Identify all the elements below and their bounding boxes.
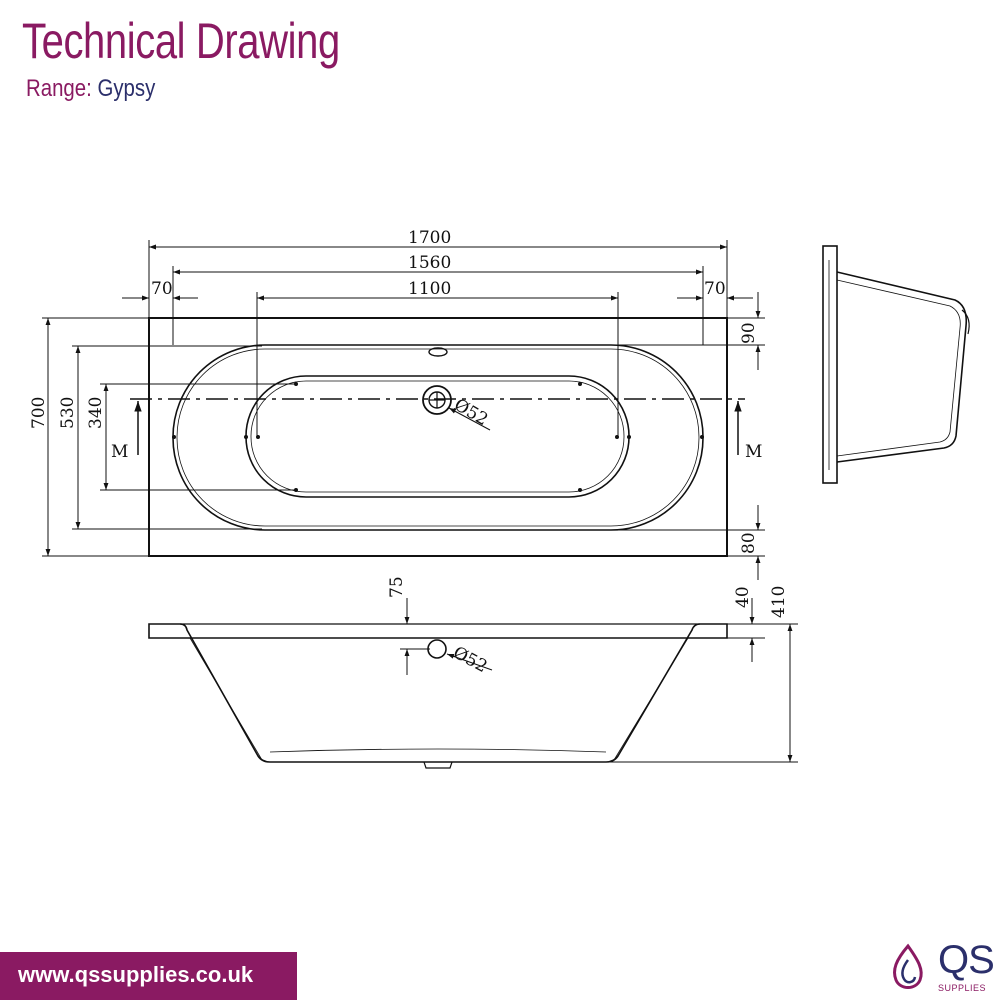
range-label: Range: <box>26 75 92 102</box>
qs-logo-icon <box>893 943 923 989</box>
page-title: Technical Drawing <box>22 13 340 69</box>
dim-flat-length: 1100 <box>408 279 451 299</box>
dim-overall-width: 700 <box>29 397 49 429</box>
dim-waste-height: 75 <box>387 576 407 598</box>
dim-inner-width: 530 <box>58 397 78 429</box>
dim-overall-length: 1700 <box>408 228 451 248</box>
plan-outer-rim <box>148 317 728 557</box>
dim-waste-diameter-plan: Ø52 <box>451 395 492 430</box>
plan-inner-bowl-edge <box>176 348 700 527</box>
waste-leader-side <box>446 653 493 671</box>
plan-inner-bowl <box>172 344 704 531</box>
side-dimensions <box>400 598 798 763</box>
dim-overall-height: 410 <box>769 586 789 618</box>
section-line <box>130 398 745 455</box>
footer-bar <box>0 952 297 1000</box>
horizontal-dimensions <box>122 240 753 437</box>
dim-rim-left: 70 <box>151 279 173 299</box>
dim-flat-width: 340 <box>86 397 106 429</box>
dim-waste-diameter-section: Ø52 <box>450 643 491 677</box>
section-mark-left: M <box>111 442 128 462</box>
waste-outlet-side-icon <box>427 639 447 659</box>
website-link[interactable]: www.qssupplies.co.uk <box>18 962 254 987</box>
dim-rim-right: 70 <box>704 279 726 299</box>
dim-inner-length: 1560 <box>408 253 451 273</box>
overflow-icon <box>428 347 448 357</box>
logo-subtext: SUPPLIES <box>938 983 987 993</box>
vertical-dimensions-right <box>613 292 765 580</box>
range-value: Gypsy <box>97 75 156 102</box>
range-subtitle: Range: Gypsy <box>26 74 155 104</box>
plan-flat-base-edge <box>250 380 625 493</box>
end-elevation <box>822 245 970 484</box>
vertical-dimensions-left <box>42 317 296 557</box>
side-elevation <box>148 623 728 769</box>
dim-rim-depth: 40 <box>733 586 753 608</box>
dim-rim-bottom: 80 <box>739 532 759 554</box>
dim-rim-top: 90 <box>739 322 759 344</box>
plan-view <box>148 317 728 557</box>
section-mark-right: M <box>745 442 762 462</box>
logo-text: QS <box>938 938 995 982</box>
waste-leader-plan <box>448 407 491 431</box>
waste-outlet-icon <box>422 385 452 415</box>
